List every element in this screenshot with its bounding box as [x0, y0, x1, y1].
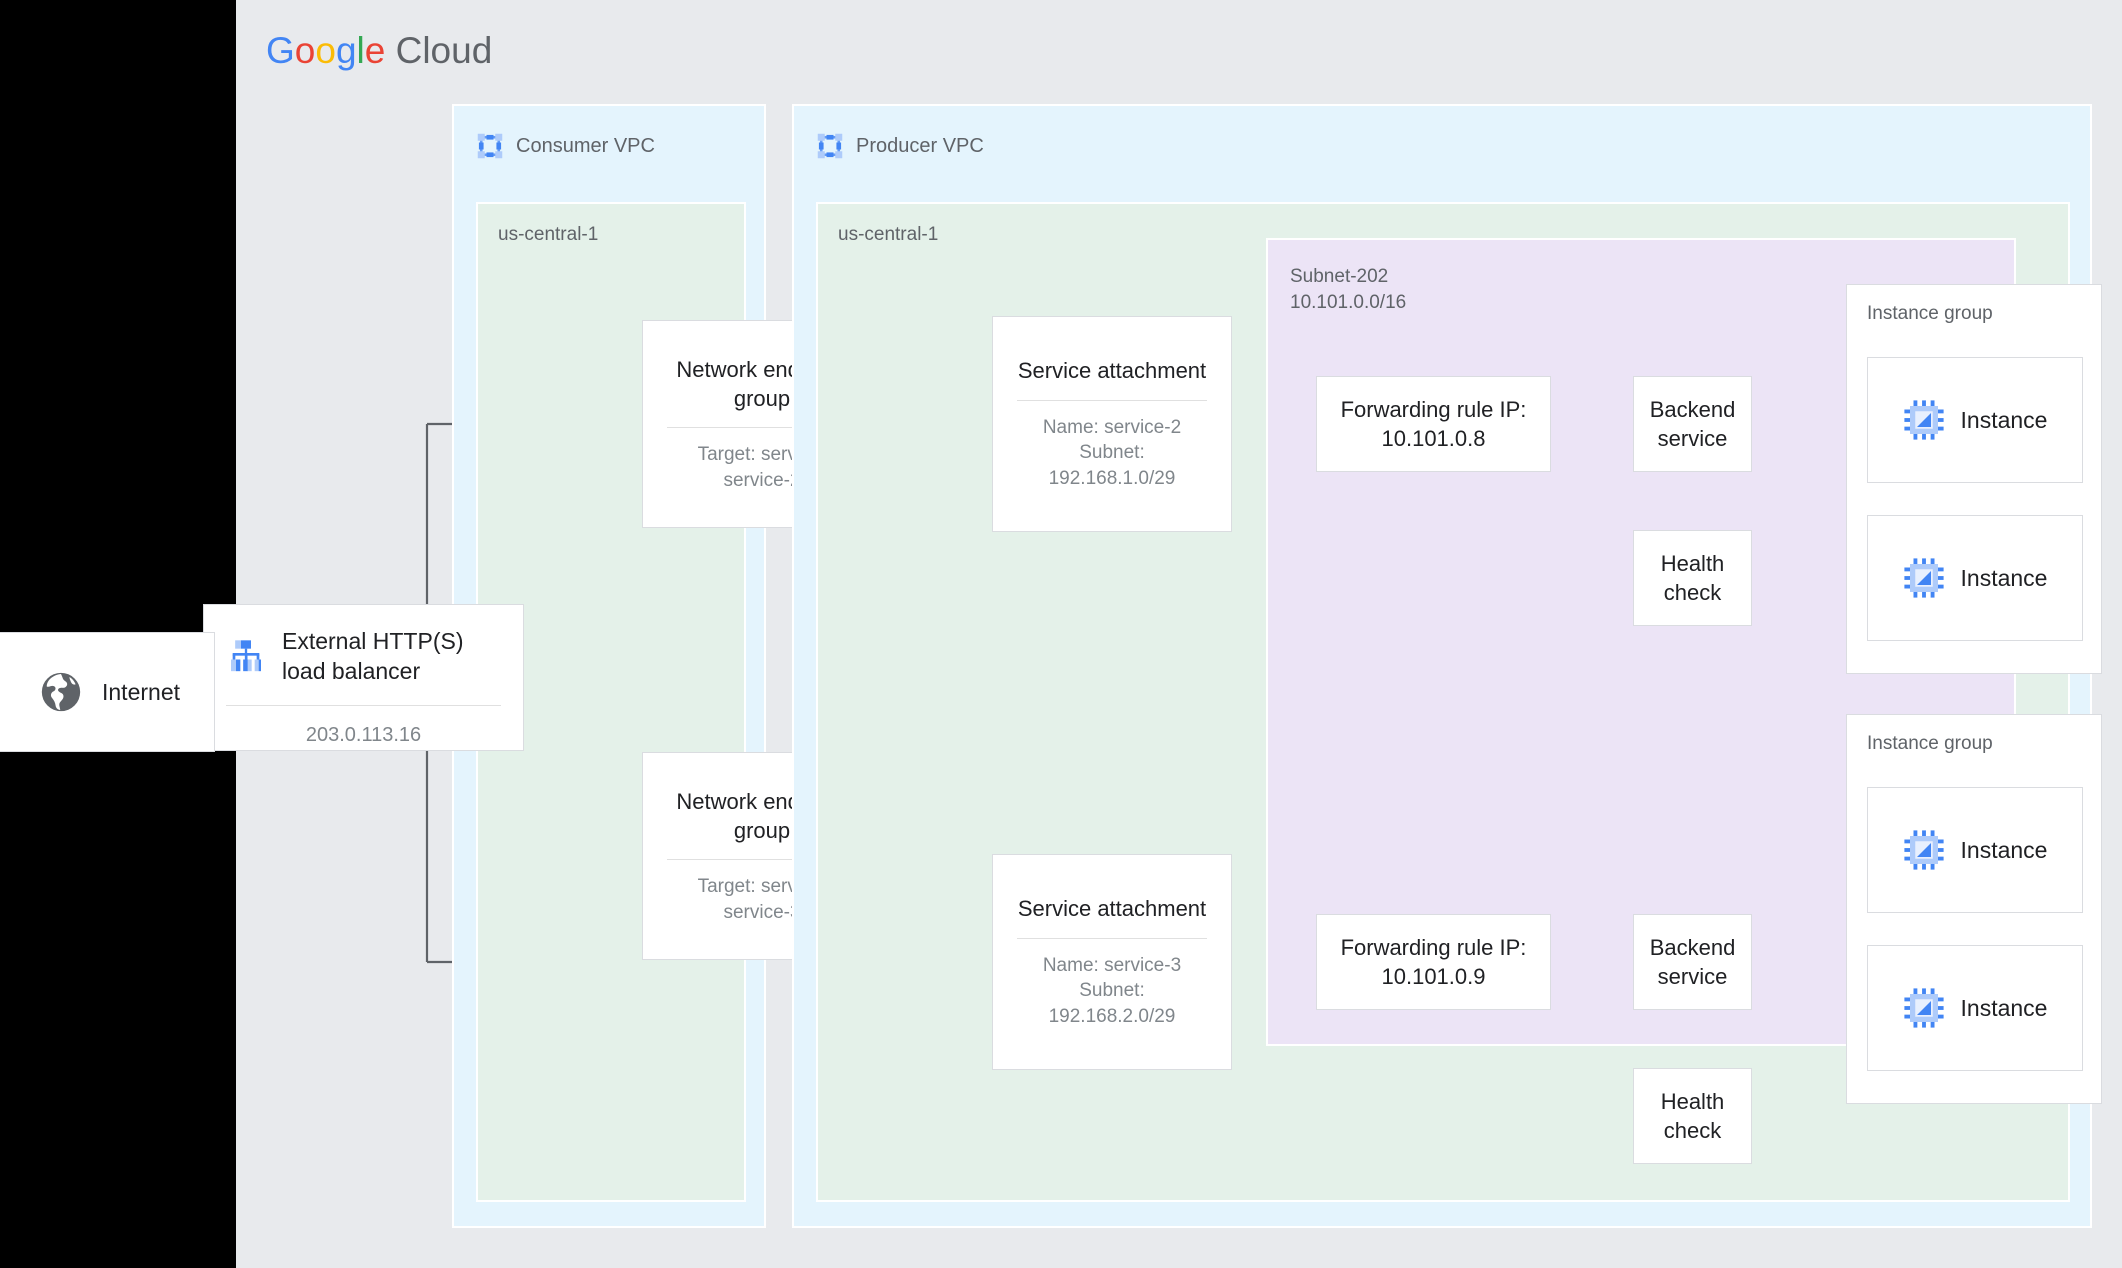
load-balancer-icon: [231, 640, 261, 672]
globe-icon: [41, 672, 81, 712]
external-http-load-balancer-card[interactable]: External HTTP(S) load balancer 203.0.113…: [203, 604, 524, 751]
instance-group-title-1: Instance group: [1867, 303, 1993, 324]
google-cloud-canvas: Google Cloud: [203, 0, 2122, 1268]
producer-vpc-label: Producer VPC: [856, 134, 984, 157]
producer-region-label: us-central-1: [838, 224, 939, 245]
instance-card-2-2[interactable]: Instance: [1867, 945, 2083, 1071]
load-balancer-title: External HTTP(S) load balancer: [282, 628, 464, 684]
instance-card-1-2[interactable]: Instance: [1867, 515, 2083, 641]
service-attachment-divider-1: [1016, 399, 1208, 401]
google-cloud-logo: Google Cloud: [266, 30, 492, 72]
logo-letter-o2: o: [315, 30, 336, 71]
instance-group-card-2: Instance group Instance: [1846, 714, 2102, 1104]
instance-card-2-1[interactable]: Instance: [1867, 787, 2083, 913]
service-attachment-card-1[interactable]: Service attachment Name: service-2 Subne…: [992, 316, 1232, 532]
consumer-vpc-label: Consumer VPC: [516, 134, 655, 157]
instance-label-1-1: Instance: [1960, 406, 2048, 433]
logo-letter-g1: G: [266, 30, 295, 71]
forwarding-rule-card-1[interactable]: Forwarding rule IP: 10.101.0.8: [1316, 376, 1551, 472]
service-attachment-subtitle-1: Name: service-2 Subnet: 192.168.1.0/29: [1042, 416, 1182, 489]
instance-group-card-1: Instance group Instance: [1846, 284, 2102, 674]
service-attachment-title-1: Service attachment: [1017, 358, 1207, 384]
neg-divider-1: [666, 427, 858, 429]
instance-label-2-2: Instance: [1960, 994, 2048, 1021]
backend-service-card-1[interactable]: Backend service: [1633, 376, 1752, 472]
service-attachment-subtitle-2: Name: service-3 Subnet: 192.168.2.0/29: [1042, 954, 1182, 1027]
logo-letter-g2: g: [335, 30, 357, 71]
instance-chip-icon: [1903, 400, 1944, 440]
vpc-icon: [817, 133, 843, 159]
instance-card-1-1[interactable]: Instance: [1867, 357, 2083, 483]
backend-service-card-2[interactable]: Backend service: [1633, 914, 1752, 1010]
service-attachment-title-2: Service attachment: [1017, 896, 1207, 922]
logo-word-cloud: Cloud: [385, 30, 493, 71]
instance-label-1-2: Instance: [1960, 564, 2048, 591]
neg-divider-2: [666, 859, 858, 861]
logo-letter-e1: e: [364, 30, 386, 71]
subnet-202-label: Subnet-202 10.101.0.0/16: [1290, 266, 1407, 313]
instance-chip-icon: [1903, 558, 1944, 598]
load-balancer-header: External HTTP(S) load balancer: [204, 605, 523, 687]
load-balancer-ip: 203.0.113.16: [305, 723, 422, 746]
service-attachment-card-2[interactable]: Service attachment Name: service-3 Subne…: [992, 854, 1232, 1070]
logo-letter-o1: o: [294, 30, 316, 71]
consumer-region-label: us-central-1: [498, 224, 599, 245]
forwarding-rule-card-2[interactable]: Forwarding rule IP: 10.101.0.9: [1316, 914, 1551, 1010]
instance-label-2-1: Instance: [1960, 836, 2048, 863]
internet-card[interactable]: Internet: [0, 632, 215, 752]
consumer-vpc-header: Consumer VPC: [476, 132, 655, 160]
service-attachment-divider-2: [1016, 937, 1208, 939]
health-check-card-2[interactable]: Health check: [1633, 1068, 1752, 1164]
health-check-card-1[interactable]: Health check: [1633, 530, 1752, 626]
internet-label: Internet: [102, 678, 180, 705]
producer-vpc-header: Producer VPC: [816, 132, 984, 160]
vpc-icon: [477, 133, 503, 159]
instance-chip-icon: [1903, 830, 1944, 870]
logo-letter-l1: l: [356, 30, 365, 71]
instance-group-title-2: Instance group: [1867, 733, 1993, 754]
instance-chip-icon: [1903, 988, 1944, 1028]
load-balancer-divider: [226, 704, 501, 706]
